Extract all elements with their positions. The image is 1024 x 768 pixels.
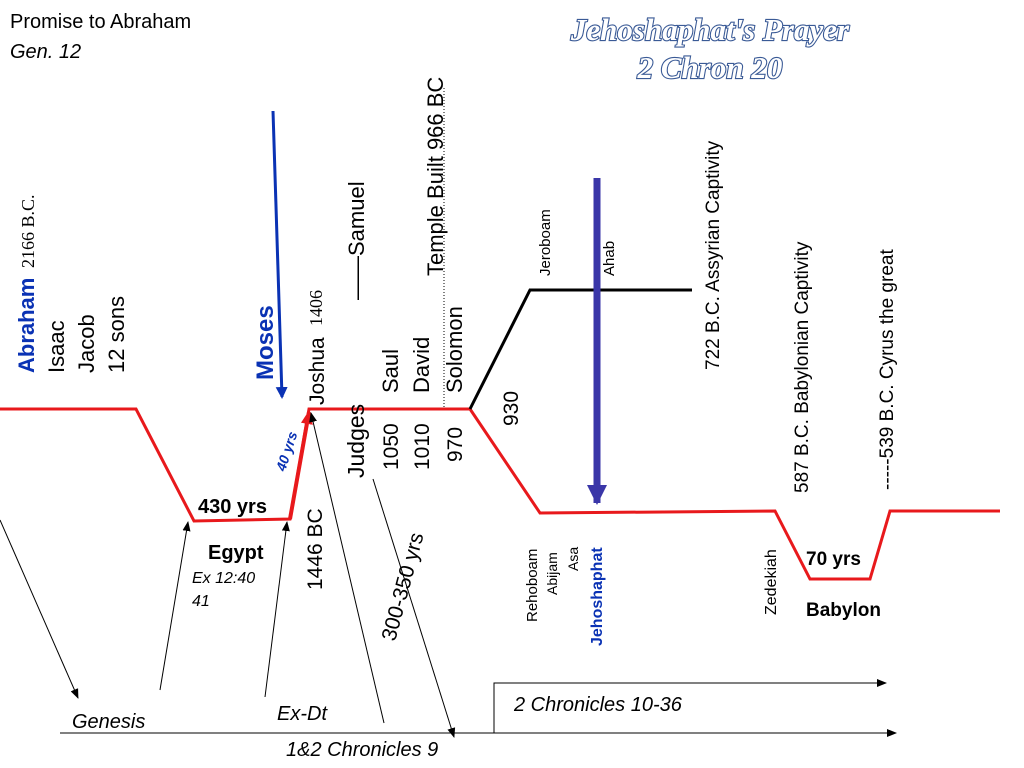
genesis-pointer [0, 519, 79, 699]
split-date: 930 [500, 391, 523, 426]
saul-label: Saul [378, 349, 403, 393]
title-line-1: Jehoshaphat's Prayer [570, 12, 850, 47]
timeline-united-kingdom [0, 407, 470, 523]
genesis-to-egypt-pointer [159, 521, 191, 691]
promise-label: Promise to Abraham [10, 11, 191, 33]
chronicles-9-label: 1&2 Chronicles 9 [286, 739, 438, 761]
moses-arrow [271, 110, 288, 399]
solomon-label: Solomon [442, 306, 467, 393]
david-date: 1010 [411, 423, 434, 470]
exdt-to-egypt-pointer [264, 521, 290, 698]
babylon-label: Babylon [806, 600, 881, 621]
judges-span: 300-350 yrs [378, 530, 429, 643]
isaac-label: Isaac [44, 320, 69, 373]
chronicles-pointer [372, 478, 456, 738]
title-line-2: 2 Chron 20 [637, 50, 783, 85]
ahab-label: Ahab [601, 241, 618, 276]
solomon-date: 970 [444, 427, 467, 462]
exdt-label: Ex-Dt [277, 703, 328, 725]
exdt-to-joshua-pointer [309, 412, 385, 724]
samuel-label: ——Samuel [344, 181, 369, 300]
jacob-label: Jacob [74, 314, 99, 373]
cyrus-label: -----539 B.C. Cyrus the great [877, 249, 898, 490]
chronicles-10-36-label: 2 Chronicles 10-36 [513, 694, 683, 716]
abijam-label: Abijam [544, 552, 560, 595]
timeline-israel [468, 288, 692, 410]
egypt-ref-line-2: 41 [192, 593, 210, 610]
zedekiah-label: Zedekiah [763, 549, 780, 615]
rehoboam-label: Rehoboam [524, 549, 541, 622]
exile-years: 70 yrs [806, 549, 861, 570]
saul-date: 1050 [380, 423, 403, 470]
david-label: David [409, 337, 434, 393]
joshua-date: 1406 [306, 290, 326, 326]
abraham-date: 2166 B.C. [18, 194, 38, 268]
exodus-date: 1446 BC [304, 508, 327, 590]
asa-label: Asa [565, 547, 581, 571]
promise-ref: Gen. 12 [10, 41, 81, 63]
exodus-arrow [288, 410, 313, 520]
moses-label: Moses [252, 305, 279, 380]
egypt-years: 430 yrs [198, 496, 267, 518]
egypt-ref-line-1: Ex 12:40 [192, 570, 255, 587]
genesis-label: Genesis [72, 711, 145, 733]
wilderness-years: 40 yrs [272, 429, 300, 474]
judges-label: Judges [343, 404, 369, 478]
egypt-label: Egypt [208, 542, 264, 564]
jehoshaphat-label: Jehoshaphat [589, 547, 606, 646]
jeroboam-label: Jeroboam [537, 209, 554, 276]
timeline-judah [468, 408, 1000, 581]
babylonian-captivity-label: 587 B.C. Babylonian Captivity [792, 241, 813, 493]
abraham-label: Abraham [14, 278, 39, 373]
twelve-sons-label: 12 sons [104, 296, 129, 373]
joshua-label: Joshua [306, 337, 329, 405]
temple-built-label: Temple Built 966 BC [423, 77, 448, 276]
chronicles-10-36-arrow [493, 679, 887, 733]
assyrian-captivity-label: 722 B.C. Assyrian Captivity [703, 140, 724, 370]
